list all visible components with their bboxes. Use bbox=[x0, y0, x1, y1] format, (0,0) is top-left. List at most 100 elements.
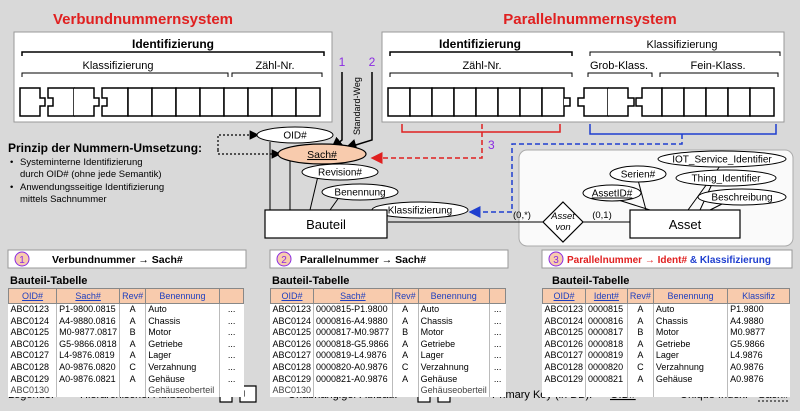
table-cell: G5.9866 bbox=[727, 338, 790, 351]
table-cell: Verzahnung bbox=[145, 361, 220, 374]
table-header-cell: Benennung bbox=[145, 288, 220, 304]
table-cell: ABC0127 bbox=[272, 350, 312, 361]
relation-asset-von bbox=[542, 201, 584, 243]
table-cell: ABC0129 bbox=[544, 373, 584, 384]
table-cell: C bbox=[626, 361, 654, 374]
table-cell: 0000821-A0.9876 bbox=[313, 373, 393, 386]
principle-title: Prinzip der Nummern-Umsetzung: bbox=[8, 141, 202, 155]
table-cell: 0000819-L4.9876 bbox=[313, 350, 393, 362]
table-cell: ABC0129 bbox=[10, 373, 50, 384]
table-header-cell: Benennung bbox=[652, 288, 729, 304]
table-cell: A bbox=[391, 373, 419, 386]
table-cell: P1.9800 bbox=[727, 303, 790, 316]
table-cell: Chassis bbox=[652, 315, 728, 328]
table-cell: A bbox=[119, 350, 146, 362]
attr-revision-label: Revision# bbox=[318, 168, 362, 179]
table-cell: A bbox=[119, 338, 146, 351]
attr-oid-label: OID# bbox=[283, 131, 307, 142]
table-cell: A0.9876 bbox=[727, 373, 790, 386]
table-cell bbox=[585, 385, 628, 397]
table-cell: Getriebe bbox=[652, 338, 728, 351]
table-cell: A bbox=[119, 315, 146, 328]
table-cell: ... bbox=[218, 350, 244, 362]
left-number-structure: Identifizierung Klassifizierung Zähl-Nr. bbox=[13, 31, 333, 123]
table-cell: 0000816-A4.9880 bbox=[313, 315, 393, 328]
table-cell: ABC0124 bbox=[272, 315, 312, 326]
table-cell: A bbox=[391, 303, 419, 316]
attr-revision bbox=[301, 163, 379, 181]
table-header-cell: Sach# bbox=[56, 288, 121, 304]
left-sub-zaehlnr: Zähl-Nr. bbox=[255, 60, 294, 72]
left-header-identifizierung: Identifizierung bbox=[132, 37, 214, 51]
table-cell bbox=[218, 385, 244, 397]
svg-text:•: • bbox=[10, 182, 13, 193]
table-cell: ABC0125 bbox=[544, 327, 584, 338]
right-sub-zaehlnr: Zähl-Nr. bbox=[462, 60, 501, 72]
table-cell: ... bbox=[488, 361, 506, 374]
principle-bullet-2a: Anwendungsseitige Identifizierung bbox=[20, 182, 164, 193]
table-cell bbox=[488, 385, 506, 397]
panel-3-heading: 3 Parallelnummer → Ident# & Klassifizier… bbox=[541, 249, 793, 269]
table-cell: A bbox=[119, 373, 146, 386]
table-header-cell bbox=[488, 288, 507, 304]
table-cell bbox=[313, 385, 393, 397]
table-cell: ABC0126 bbox=[272, 338, 312, 349]
dotted-arrow-oid bbox=[217, 130, 260, 150]
table-cell: M0.9877 bbox=[727, 327, 790, 339]
attr-serien bbox=[609, 165, 667, 183]
table-cell: ABC0130 bbox=[10, 385, 50, 396]
table-cell: A bbox=[626, 303, 654, 316]
table-cell: 0000815 bbox=[585, 303, 628, 316]
right-digit-boxes bbox=[387, 87, 775, 117]
table-header-cell: OID# bbox=[541, 288, 587, 304]
table-cell: ABC0124 bbox=[544, 315, 584, 326]
table-cell: L4.9876 bbox=[727, 350, 790, 362]
table-cell: ABC0125 bbox=[272, 327, 312, 338]
right-header-klassifizierung: Klassifizierung bbox=[647, 39, 718, 51]
table-cell: Auto bbox=[417, 303, 490, 316]
table-header-cell: Rev# bbox=[119, 288, 147, 304]
attr-serien-label: Serien# bbox=[621, 170, 656, 181]
table-cell: C bbox=[391, 361, 419, 374]
panel-1-heading-text: Verbundnummer → Sach# bbox=[52, 254, 183, 266]
table-cell: M0-9877.0817 bbox=[56, 327, 120, 339]
table-cell: ABC0125 bbox=[10, 327, 50, 338]
panel-2-heading: 2 Parallelnummer → Sach# bbox=[269, 249, 509, 269]
table-header-row: OID#Sach#Rev#Benennung bbox=[7, 288, 245, 304]
attr-iot-label: IOT_Service_Identifier bbox=[672, 155, 772, 166]
table-cell: C bbox=[119, 361, 146, 374]
blue-bracket bbox=[589, 124, 777, 135]
table-cell bbox=[119, 385, 146, 397]
table-cell: ... bbox=[218, 315, 244, 328]
table-cell bbox=[652, 385, 728, 397]
table-cell: Getriebe bbox=[417, 338, 490, 351]
attr-klassifizierung-label: Klassifizierung bbox=[388, 206, 452, 217]
table-cell: G5-9866.0818 bbox=[56, 338, 120, 351]
table-cell: A bbox=[626, 373, 654, 386]
blue-dashed-arrow bbox=[468, 134, 683, 218]
table-cell: Motor bbox=[652, 327, 728, 339]
attr-sach bbox=[277, 143, 367, 165]
table-cell: ABC0126 bbox=[544, 338, 584, 349]
table-cell: Lager bbox=[145, 350, 220, 362]
attr-iot bbox=[657, 150, 787, 168]
table-cell: ABC0124 bbox=[10, 315, 50, 326]
table-cell: L4-9876.0819 bbox=[56, 350, 120, 362]
table-cell: A bbox=[626, 315, 654, 328]
attr-beschreibung bbox=[697, 188, 787, 206]
table-header-cell: Sach# bbox=[313, 288, 393, 304]
table-cell: 0000817 bbox=[585, 327, 628, 339]
table-cell: Motor bbox=[417, 327, 490, 339]
table-cell: Verzahnung bbox=[652, 361, 728, 374]
right-header-identifizierung: Identifizierung bbox=[439, 37, 521, 51]
panel-1-heading: 1 Verbundnummer → Sach# bbox=[7, 249, 247, 269]
